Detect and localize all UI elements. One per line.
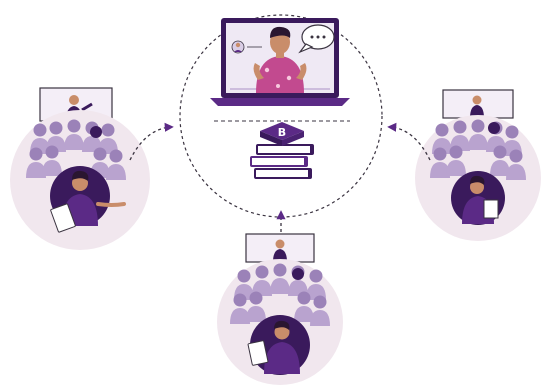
left-classroom-group [10,87,150,250]
right-audience [430,119,526,180]
left-dashed-arrow-icon [129,122,174,161]
bottom-audience [230,263,330,326]
bottom-screen-presenter [273,239,287,262]
right-student-with-paper [451,171,505,225]
left-student-with-tablet [50,166,126,233]
speech-bubble-icon [298,24,335,54]
video-presenter [253,26,307,93]
bootstrap-book-stack-icon: B [250,122,314,179]
bottom-student-with-paper [247,315,310,375]
right-screen-presenter [470,95,484,118]
participant-thumbnail [231,40,262,54]
left-audience [26,119,126,180]
right-dashed-arrow-icon [387,122,431,161]
svg-text:B: B [278,126,286,139]
right-classroom-group [415,89,541,241]
bottom-classroom-group [217,233,343,385]
central-hub: B [179,14,383,218]
